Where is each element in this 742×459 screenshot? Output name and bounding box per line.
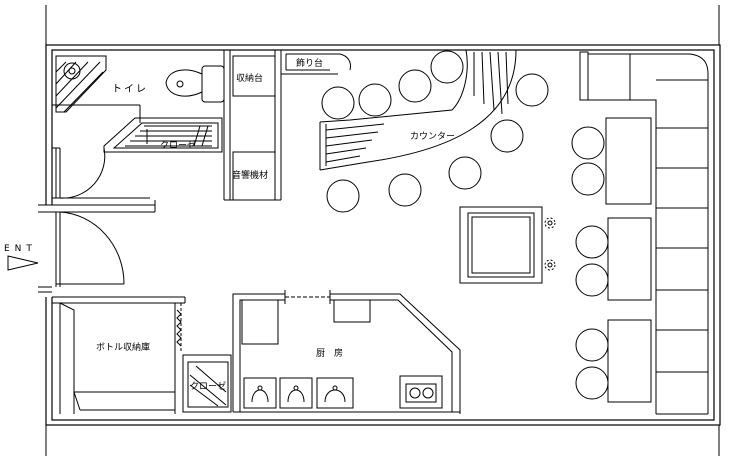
sink — [279, 377, 313, 409]
chair — [571, 162, 605, 196]
room-label-audio-equipment: 音響機材 — [232, 169, 268, 181]
chair — [575, 263, 609, 297]
kitchen — [232, 290, 461, 414]
chair — [575, 328, 609, 362]
entrance-door — [38, 200, 156, 297]
booth-table — [607, 319, 652, 403]
top-boundary — [45, 5, 720, 45]
booth-sofa — [579, 51, 709, 415]
bar-stool — [388, 173, 422, 207]
closet — [103, 117, 223, 153]
sink — [243, 377, 277, 409]
booth-table — [605, 117, 652, 205]
room-label-kitchen: 厨 房 — [316, 347, 343, 359]
bar-stool — [448, 156, 482, 190]
bar-stool — [515, 73, 549, 107]
chair — [575, 366, 609, 400]
booth-table — [607, 217, 652, 301]
bar-stools — [321, 50, 549, 213]
closet-2 — [182, 354, 232, 413]
room-label-bottle-storage: ボトル収納庫 — [96, 341, 150, 353]
room-label-storage-stand: 収納台 — [236, 72, 263, 84]
bar-stool — [430, 50, 464, 84]
booth-chairs — [571, 126, 609, 400]
room-label-closet-2: クローゼ — [190, 380, 226, 392]
toilet-room — [52, 55, 225, 199]
bar-stool — [321, 86, 355, 120]
bar-stool — [358, 83, 392, 117]
stove — [399, 375, 443, 409]
chair — [571, 126, 605, 160]
entrance-label: ENT — [4, 244, 37, 254]
room-label-closet: クローゼ — [160, 139, 196, 151]
center-table — [459, 206, 556, 284]
bottle-storage-room — [52, 296, 186, 414]
chair — [575, 225, 609, 259]
toilet-fixture — [165, 65, 225, 103]
sink — [316, 377, 354, 409]
storage-column — [223, 50, 338, 201]
room-label-display-shelf: 飾り台 — [296, 57, 323, 69]
bottom-boundary — [45, 425, 720, 456]
bar-stool — [398, 69, 432, 103]
bar-stool — [326, 179, 360, 213]
bar-stool — [490, 119, 524, 153]
room-label-counter: カウンター — [410, 131, 455, 142]
display-shelf — [285, 53, 351, 71]
entrance-arrow-icon — [7, 255, 39, 271]
bar-counter — [319, 49, 517, 171]
booth-tables — [605, 117, 652, 403]
room-label-toilet: トイレ — [112, 84, 148, 95]
outer-walls — [45, 44, 721, 426]
